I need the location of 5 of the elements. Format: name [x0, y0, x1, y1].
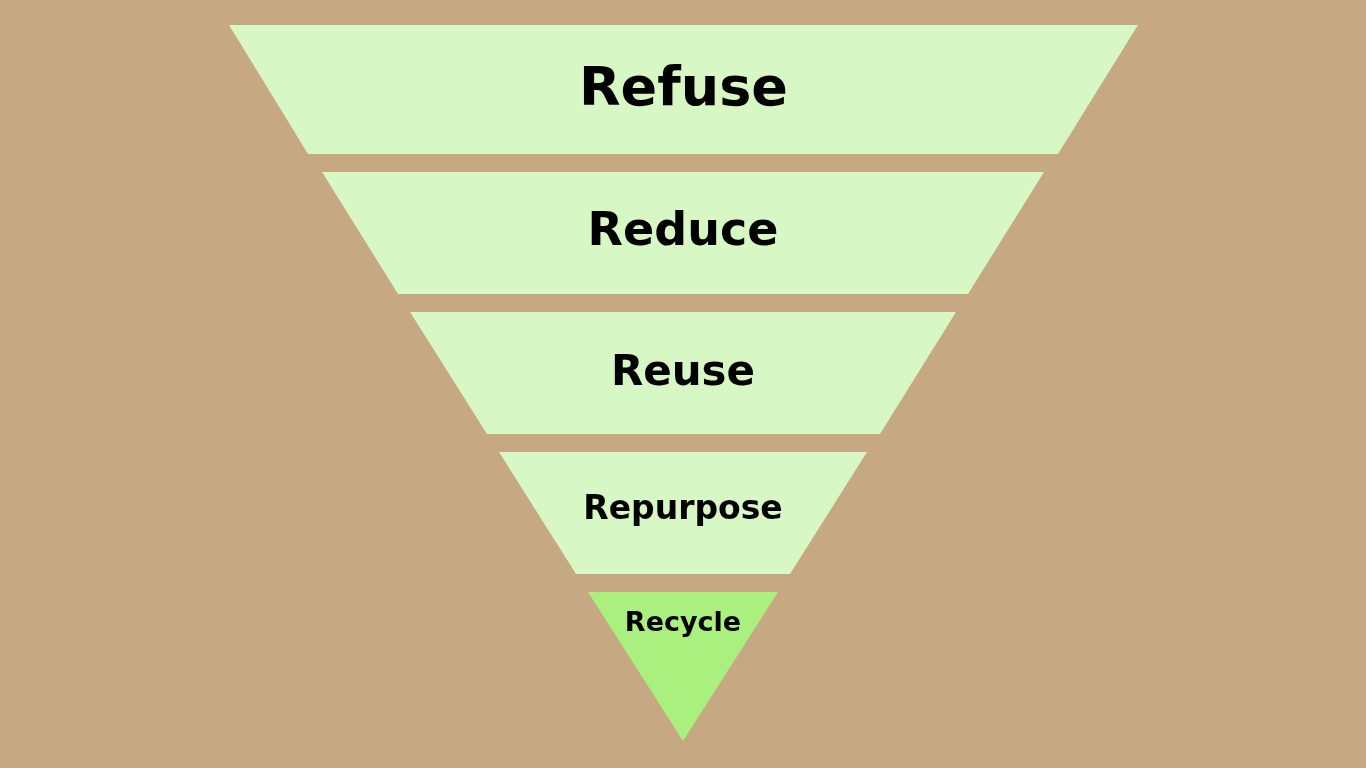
level-label: Repurpose [583, 488, 783, 527]
level-label: Refuse [579, 55, 788, 118]
level-label: Recycle [624, 606, 742, 637]
level-label: Reduce [587, 202, 779, 256]
level-label: Reuse [610, 346, 756, 395]
